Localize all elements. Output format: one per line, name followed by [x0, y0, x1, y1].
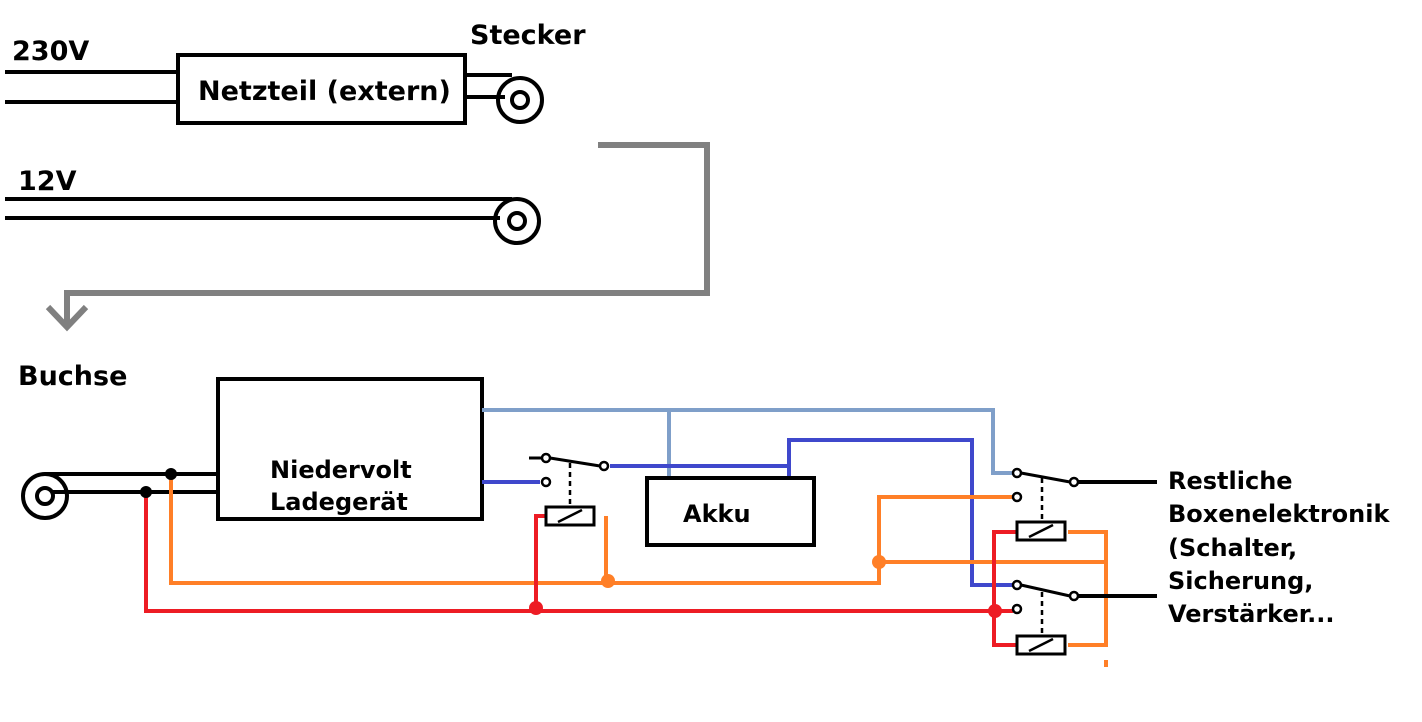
rest-label-2: Boxenelektronik — [1168, 500, 1390, 528]
rest-label-3: (Schalter, — [1168, 534, 1297, 562]
dc-12v-leads — [5, 197, 512, 220]
label-12v: 12V — [18, 166, 77, 197]
junction-orange-1 — [601, 574, 615, 588]
akku-label: Akku — [683, 500, 751, 528]
label-230v: 230V — [12, 36, 89, 67]
akku-box — [645, 476, 816, 547]
mains-input — [5, 70, 178, 104]
stecker-plug-top — [496, 76, 544, 124]
junction-black-1 — [165, 468, 177, 480]
stecker-plug-12v — [493, 197, 541, 245]
ladegeraet-label-1: Niedervolt — [270, 456, 412, 484]
rest-label-1: Restliche — [1168, 467, 1293, 495]
netzteil-box — [176, 53, 467, 125]
buchse-leads — [45, 472, 218, 494]
rest-label-5: Verstärker... — [1168, 600, 1335, 628]
wire-dark-blue — [482, 438, 1013, 587]
junction-black-2 — [140, 486, 152, 498]
relay-3 — [1011, 579, 1157, 656]
buchse-socket — [21, 472, 69, 520]
junction-red-2 — [988, 604, 1002, 618]
rest-label-4: Sicherung, — [1168, 567, 1313, 595]
ladegeraet-label-2: Ladegerät — [270, 488, 408, 516]
gray-arrow — [45, 142, 710, 332]
label-buchse: Buchse — [18, 361, 127, 392]
relay-2 — [1011, 467, 1157, 542]
junction-orange-2 — [872, 555, 886, 569]
wire-red — [144, 492, 1017, 647]
ladegeraet-box — [216, 377, 484, 521]
netzteil-label: Netzteil (extern) — [198, 76, 451, 107]
junction-red-1 — [529, 601, 543, 615]
label-stecker: Stecker — [470, 20, 586, 51]
relay-1 — [529, 452, 610, 527]
